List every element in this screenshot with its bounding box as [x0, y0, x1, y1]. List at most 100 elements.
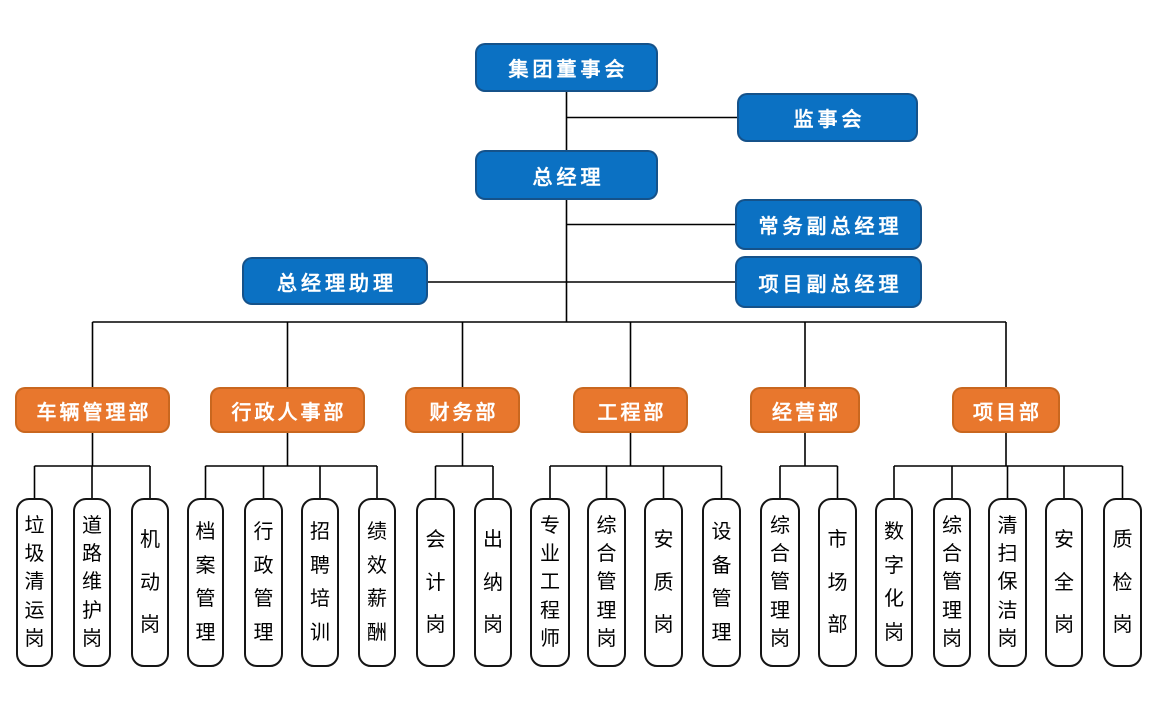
position-label-char: 综 [770, 515, 790, 538]
node-position-finance-1: 出纳岗 [474, 498, 512, 667]
position-label-char: 岗 [82, 627, 102, 650]
position-label-char: 管 [596, 571, 617, 594]
node-position-project-4: 质检岗 [1103, 498, 1142, 667]
position-label-char: 出 [483, 529, 503, 552]
position-label-char: 机 [140, 529, 160, 552]
position-label-char: 安 [1054, 529, 1074, 552]
position-label-char: 绩 [367, 520, 387, 543]
position-label-char: 动 [140, 571, 160, 594]
position-label-char: 综 [596, 515, 617, 538]
node-position-vehicle-management-0: 垃圾清运岗 [16, 498, 53, 667]
position-label-char: 圾 [24, 543, 45, 566]
node-board: 集团董事会 [475, 43, 658, 92]
position-label-char: 政 [253, 554, 274, 577]
position-label-char: 会 [425, 529, 446, 552]
position-label-char: 扫 [997, 543, 1018, 566]
node-position-admin-hr-0: 档案管理 [187, 498, 224, 667]
node-position-project-2: 清扫保洁岗 [988, 498, 1027, 667]
position-label-char: 合 [770, 543, 790, 566]
node-position-engineering-2: 安质岗 [644, 498, 683, 667]
node-position-engineering-0: 专业工程师 [530, 498, 570, 667]
position-label-char: 字 [884, 554, 904, 577]
position-label-char: 岗 [942, 627, 962, 650]
position-label-char: 岗 [483, 613, 503, 636]
position-label-char: 管 [711, 588, 732, 611]
position-label-char: 师 [540, 627, 560, 650]
position-label-char: 洁 [997, 599, 1018, 622]
node-position-project-0: 数字化岗 [875, 498, 913, 667]
position-label-char: 理 [195, 622, 216, 645]
position-label-char: 计 [425, 571, 446, 594]
node-position-operations-0: 综合管理岗 [760, 498, 800, 667]
position-label-char: 全 [1054, 571, 1074, 594]
node-position-project-3: 安全岗 [1045, 498, 1083, 667]
node-position-vehicle-management-1: 道路维护岗 [73, 498, 111, 667]
node-position-project-1: 综合管理岗 [933, 498, 971, 667]
position-label-char: 管 [942, 571, 962, 594]
position-label-char: 行 [253, 520, 274, 543]
node-position-admin-hr-1: 行政管理 [244, 498, 283, 667]
position-label-char: 岗 [140, 613, 160, 636]
position-label-char: 场 [827, 571, 848, 594]
node-deputy-exec: 常务副总经理 [735, 199, 922, 250]
position-label-char: 酬 [367, 622, 387, 645]
position-label-char: 案 [195, 554, 216, 577]
position-label-char: 管 [770, 571, 790, 594]
position-label-char: 护 [82, 599, 102, 622]
node-dept-operations: 经营部 [750, 387, 860, 433]
position-label-char: 岗 [884, 622, 904, 645]
position-label-char: 垃 [24, 515, 45, 538]
node-dept-project: 项目部 [952, 387, 1060, 433]
position-label-char: 运 [24, 599, 45, 622]
node-position-admin-hr-3: 绩效薪酬 [358, 498, 396, 667]
node-gm: 总经理 [475, 150, 658, 200]
node-position-engineering-3: 设备管理 [702, 498, 741, 667]
position-label-char: 检 [1112, 571, 1133, 594]
position-label-char: 岗 [596, 627, 617, 650]
position-label-char: 管 [195, 588, 216, 611]
position-label-char: 数 [884, 520, 904, 543]
node-position-operations-1: 市场部 [818, 498, 857, 667]
node-gm-assistant: 总经理助理 [242, 257, 428, 305]
position-label-char: 维 [82, 571, 102, 594]
position-label-char: 安 [653, 529, 674, 552]
position-label-char: 岗 [1054, 613, 1074, 636]
position-label-char: 备 [711, 554, 732, 577]
position-label-char: 薪 [367, 588, 387, 611]
position-label-char: 理 [253, 622, 274, 645]
position-label-char: 理 [770, 599, 790, 622]
node-position-engineering-1: 综合管理岗 [587, 498, 626, 667]
position-label-char: 业 [540, 543, 560, 566]
position-label-char: 档 [195, 520, 216, 543]
position-label-char: 招 [310, 520, 330, 543]
position-label-char: 聘 [310, 554, 330, 577]
position-label-char: 专 [540, 515, 560, 538]
position-label-char: 纳 [483, 571, 503, 594]
node-position-vehicle-management-2: 机动岗 [131, 498, 169, 667]
node-position-admin-hr-2: 招聘培训 [301, 498, 339, 667]
position-label-char: 岗 [1112, 613, 1133, 636]
position-label-char: 理 [596, 599, 617, 622]
position-label-char: 合 [596, 543, 617, 566]
node-position-finance-0: 会计岗 [416, 498, 455, 667]
position-label-char: 综 [942, 515, 962, 538]
position-label-char: 清 [24, 571, 45, 594]
position-label-char: 质 [653, 571, 674, 594]
position-label-char: 清 [997, 515, 1018, 538]
position-label-char: 岗 [770, 627, 790, 650]
node-supervisory: 监事会 [737, 93, 918, 142]
position-label-char: 合 [942, 543, 962, 566]
node-dept-admin-hr: 行政人事部 [210, 387, 365, 433]
position-label-char: 管 [253, 588, 274, 611]
position-label-char: 保 [997, 571, 1018, 594]
node-dept-engineering: 工程部 [573, 387, 688, 433]
position-label-char: 岗 [997, 627, 1018, 650]
position-label-char: 质 [1112, 529, 1133, 552]
position-label-char: 岗 [653, 613, 674, 636]
position-label-char: 路 [82, 543, 102, 566]
position-label-char: 化 [884, 588, 904, 611]
node-deputy-project: 项目副总经理 [735, 256, 922, 308]
position-label-char: 理 [942, 599, 962, 622]
